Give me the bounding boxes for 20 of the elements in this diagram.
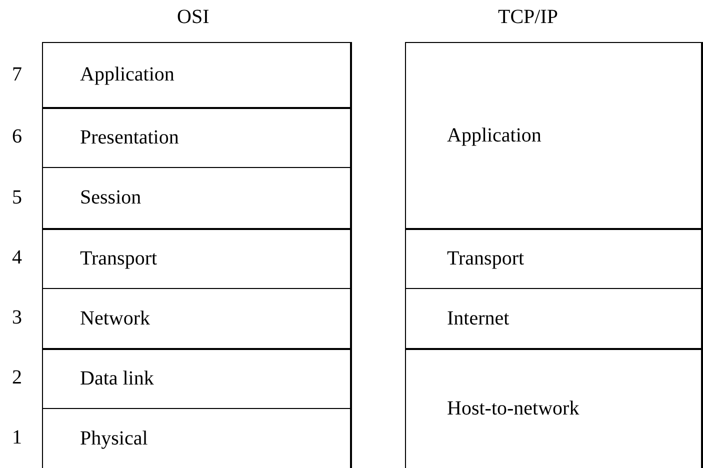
- layer-number: 3: [12, 306, 22, 330]
- layer-name: Transport: [80, 248, 158, 270]
- layer-number: 5: [12, 186, 22, 209]
- layer-name: Application: [447, 124, 542, 147]
- layer-number: 2: [12, 366, 22, 390]
- layer-number: 6: [12, 126, 22, 148]
- layer-name: Data link: [80, 368, 154, 390]
- layer-name: Physical: [80, 427, 148, 450]
- column-heading: OSI: [177, 6, 210, 29]
- layer-name: Presentation: [80, 126, 179, 150]
- layer-name: Session: [80, 186, 142, 210]
- layer-name: Host-to-network: [447, 398, 580, 420]
- layer-number: 7: [12, 63, 22, 86]
- column-heading: TCP/IP: [498, 6, 558, 29]
- layer-number: 1: [12, 426, 22, 450]
- layer-name: Transport: [447, 248, 524, 270]
- layer-number: 4: [12, 246, 22, 270]
- layer-name: Network: [80, 307, 150, 330]
- layer-name: Application: [80, 64, 174, 86]
- layer-name: Internet: [447, 307, 510, 330]
